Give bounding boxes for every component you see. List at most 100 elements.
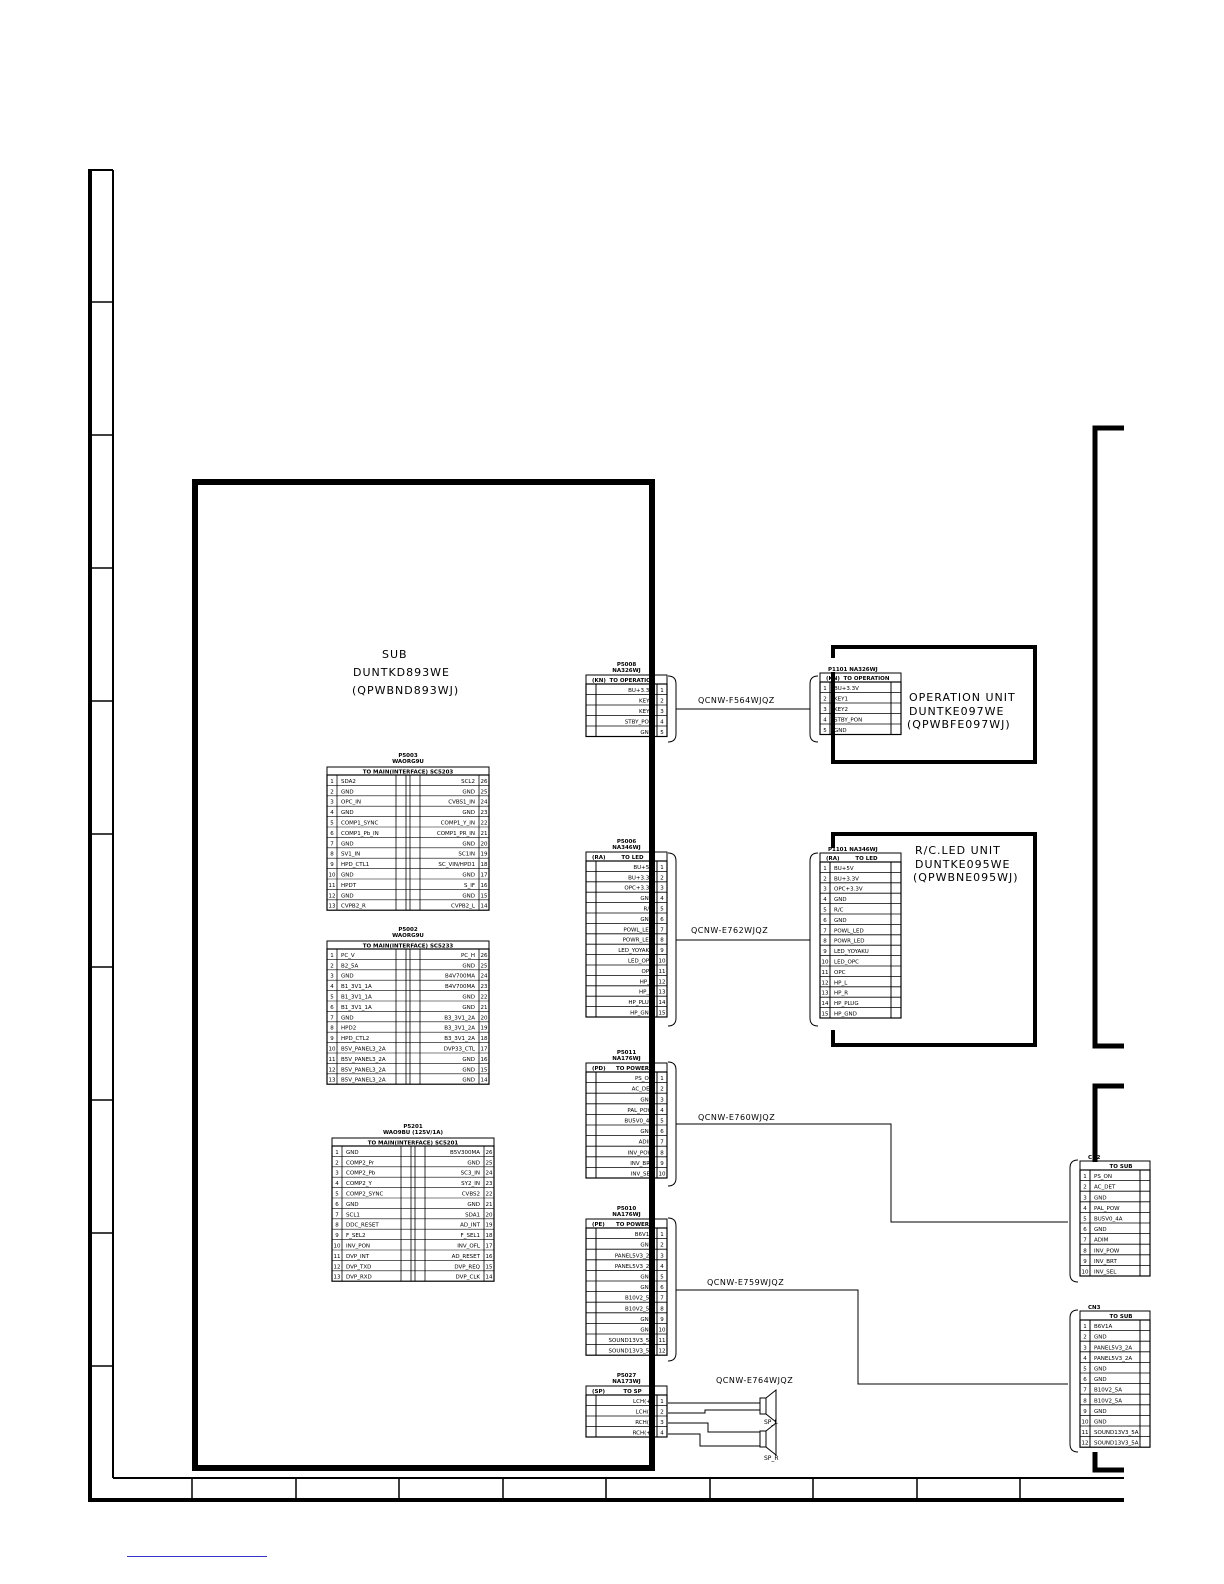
pin-number: 22 — [481, 821, 488, 827]
pin-number: 4 — [660, 896, 664, 902]
pin-signal: B5V_PANEL3_2A — [341, 1067, 386, 1073]
connector-tag: (RA) — [592, 855, 606, 861]
connector-title: TO POWER — [616, 1066, 650, 1072]
pin-signal: INV_PON — [346, 1244, 370, 1250]
pin-signal: COMP2_Pr — [346, 1160, 375, 1166]
pin-number: 11 — [659, 969, 666, 975]
pin-number: 14 — [659, 1000, 666, 1006]
connector-part: NA173WJ — [612, 1379, 640, 1385]
pin-number: 9 — [1083, 1259, 1087, 1265]
pin-number: 8 — [660, 938, 664, 944]
pin-number: 9 — [1083, 1409, 1087, 1415]
pin-number: 10 — [1082, 1420, 1089, 1426]
cable-wiring — [667, 675, 1079, 1453]
pin-number: 7 — [330, 1015, 334, 1021]
pin-signal: GND — [462, 893, 475, 899]
pin-number: 1 — [660, 688, 664, 694]
pin-number: 25 — [481, 963, 488, 969]
pin-number: 1 — [1083, 1174, 1087, 1180]
pin-signal: HPDT — [341, 883, 357, 889]
pin-number: 26 — [481, 779, 488, 785]
pin-number: 4 — [1083, 1356, 1087, 1362]
pin-signal: HP_GND — [630, 1011, 653, 1017]
connector-body — [819, 681, 902, 736]
connector-ref: P5002 — [398, 927, 418, 933]
pin-number: 14 — [822, 1001, 829, 1007]
pin-signal: GND — [1094, 1227, 1107, 1233]
pin-number: 1 — [660, 1076, 664, 1082]
pin-number: 8 — [1083, 1398, 1087, 1404]
cable-label-led: QCNW-E762WJQZ — [691, 926, 768, 935]
pin-signal: AC_DET — [1094, 1185, 1116, 1191]
pin-signal: AD_INT — [460, 1223, 480, 1229]
pin-number: 23 — [481, 984, 488, 990]
pin-signal: LED_YOYAKU — [618, 948, 653, 954]
pin-number: 14 — [486, 1275, 493, 1281]
pin-number: 11 — [329, 883, 336, 889]
pin-signal: LED_OPC — [628, 959, 653, 965]
pin-number: 2 — [660, 1410, 664, 1416]
pin-number: 8 — [823, 939, 827, 945]
pin-signal: PC_H — [461, 953, 475, 959]
pin-number: 6 — [660, 1285, 664, 1291]
connector-title: TO MAIN(INTERFACE) SC5233 — [363, 944, 454, 950]
pin-number: 7 — [660, 1296, 664, 1302]
connector-ref: P5011 — [617, 1050, 637, 1056]
pin-number: 2 — [1083, 1185, 1087, 1191]
pin-signal: HP_L — [640, 979, 654, 985]
pin-signal: DVP_INT — [346, 1254, 370, 1260]
pin-signal: SOUND13V3_5A — [1094, 1430, 1139, 1436]
pin-signal: GND — [640, 730, 653, 736]
pin-number: 5 — [1083, 1217, 1087, 1223]
pin-signal: GND — [341, 1015, 354, 1021]
pin-signal: STBY_PON — [834, 718, 862, 724]
pin-number: 10 — [659, 1328, 666, 1334]
pin-number: 3 — [335, 1171, 339, 1177]
pin-number: 5 — [823, 908, 827, 914]
cable-label-power1: QCNW-E760WJQZ — [698, 1113, 775, 1122]
pin-number: 4 — [660, 1264, 664, 1270]
pin-signal: GND — [640, 1129, 653, 1135]
pin-number: 4 — [335, 1181, 339, 1187]
pin-signal: HP_PLUG — [834, 1001, 859, 1007]
connector-title: TO SUB — [1110, 1314, 1133, 1320]
pin-number: 6 — [1083, 1227, 1087, 1233]
pin-signal: BU5V0_4A — [1094, 1217, 1123, 1223]
pin-signal: INV_POW — [628, 1150, 654, 1156]
pin-signal: PAL_POW — [627, 1108, 653, 1114]
pin-number: 15 — [659, 1011, 666, 1017]
pin-number: 8 — [660, 1306, 664, 1312]
pin-signal: HPD_CTL2 — [341, 1036, 369, 1042]
pin-number: 1 — [660, 1232, 664, 1238]
right-unit-outline-upper — [1092, 425, 1124, 1049]
pin-number: 10 — [822, 960, 829, 966]
right-unit-outline-lower-bottom — [1092, 1452, 1124, 1473]
pin-number: 10 — [1082, 1270, 1089, 1276]
pin-number: 10 — [334, 1244, 341, 1250]
pin-number: 24 — [481, 974, 488, 980]
operation-unit-title: OPERATION UNIT — [909, 691, 1016, 704]
pin-number: 3 — [660, 1253, 664, 1259]
pin-number: 4 — [660, 1431, 664, 1437]
pin-signal: KEY1 — [639, 699, 653, 705]
pin-signal: KEY2 — [834, 707, 848, 713]
pin-signal: GND — [462, 995, 475, 1001]
pin-number: 9 — [660, 1317, 664, 1323]
speaker-right-icon — [759, 1421, 777, 1457]
pin-signal: COMP1_PR_IN — [437, 831, 475, 837]
pin-number: 14 — [481, 1078, 488, 1084]
pin-signal: CVBS2 — [462, 1192, 480, 1198]
pin-signal: STBY_PON — [625, 720, 653, 726]
operation-unit-pwb: (QPWBFE097WJ) — [907, 718, 1011, 731]
pin-number: 26 — [481, 953, 488, 959]
pin-number: 2 — [823, 697, 827, 703]
connector-body — [331, 1145, 495, 1282]
pin-number: 3 — [660, 709, 664, 715]
connector-body — [819, 861, 902, 1019]
pin-number: 2 — [660, 1087, 664, 1093]
pin-number: 4 — [660, 1108, 664, 1114]
connector-ref: CN2 — [1088, 1155, 1101, 1161]
